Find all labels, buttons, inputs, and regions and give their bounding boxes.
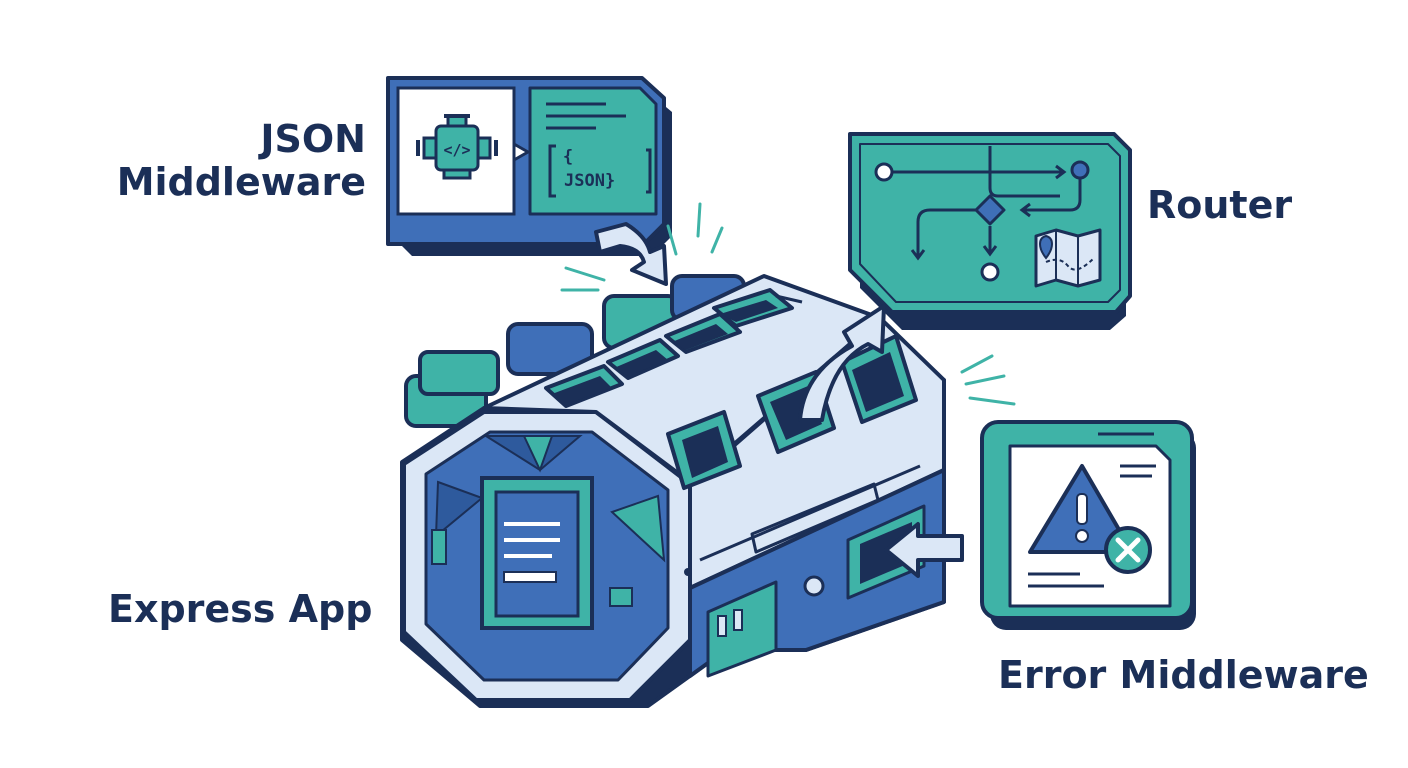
motion-lines: [560, 202, 1016, 406]
json-to-app-arrow: [594, 222, 668, 286]
express-app-label: Express App: [108, 587, 373, 631]
decision-diamond-icon: [974, 194, 1006, 226]
route-map-icon: [874, 146, 1090, 282]
error-middleware-label: Error Middleware: [998, 653, 1369, 697]
document-icon: [1028, 464, 1156, 588]
warning-triangle-icon: [1028, 464, 1134, 554]
json-middleware-label-line2: Middleware: [116, 159, 366, 204]
router-label: Router: [1147, 183, 1293, 227]
error-x-icon: [1104, 526, 1152, 574]
json-document-text: JSON}: [564, 171, 615, 191]
express-app-machine-icon: [400, 274, 946, 708]
location-pin-icon: [1039, 234, 1053, 260]
router-card: [848, 132, 1132, 330]
json-middleware-label: JSON Middleware: [117, 118, 366, 203]
error-middleware-card: [980, 420, 1196, 630]
json-middleware-label-line1: JSON: [260, 117, 366, 161]
json-middleware-card: </> { JSON}: [386, 76, 672, 256]
engine-icon: [416, 114, 498, 180]
code-icon: </>: [443, 141, 470, 159]
error-to-app-arrow: [884, 522, 964, 578]
json-brace-glyph: {: [563, 147, 573, 167]
app-to-router-arrow: [798, 304, 886, 422]
